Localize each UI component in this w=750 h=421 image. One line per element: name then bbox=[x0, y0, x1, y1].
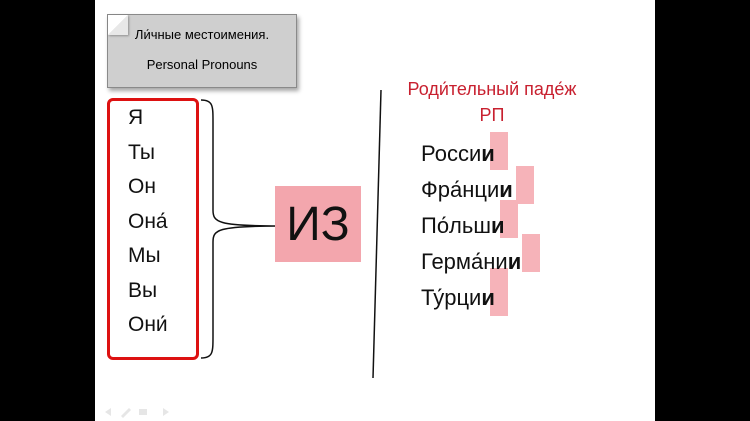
word-item: Ту́рции bbox=[421, 280, 521, 316]
ending-highlight bbox=[490, 268, 508, 316]
pronoun-item: Вы bbox=[128, 278, 158, 302]
word-item: По́льши bbox=[421, 208, 521, 244]
note-title: Ли́чные местоимения. bbox=[134, 27, 270, 42]
pronoun-item: Он bbox=[128, 175, 156, 198]
title-note-card: Ли́чные местоимения. Personal Pronouns bbox=[107, 14, 297, 88]
pen-icon bbox=[121, 408, 131, 418]
word-ending: и bbox=[507, 249, 522, 274]
next-arrow-icon bbox=[163, 408, 169, 416]
pronoun-frame bbox=[107, 98, 199, 360]
pronoun-list: Я Ты Он Она́ Мы Вы Они́ bbox=[128, 101, 168, 343]
pronoun-item: Ты bbox=[128, 140, 155, 164]
word-ending: и bbox=[499, 177, 513, 202]
case-abbr: РП bbox=[479, 105, 505, 125]
word-ending: и bbox=[491, 213, 505, 238]
pronoun-item: Мы bbox=[128, 244, 161, 267]
ending-highlight bbox=[490, 132, 508, 170]
ending-highlight bbox=[522, 234, 540, 272]
curly-brace bbox=[200, 99, 279, 359]
folded-corner-flap bbox=[108, 15, 128, 35]
word-ending: и bbox=[481, 285, 495, 310]
pronoun-item: Она́ bbox=[128, 209, 168, 233]
divider-line bbox=[372, 89, 382, 379]
word-stem: Герма́ни bbox=[421, 249, 508, 274]
slideshow-toolbar[interactable] bbox=[103, 406, 183, 418]
case-title: Роди́тельный паде́ж bbox=[407, 79, 577, 99]
word-item: России bbox=[421, 136, 521, 172]
ending-highlight bbox=[516, 166, 534, 204]
pronoun-item: Я bbox=[128, 106, 144, 129]
ending-highlight bbox=[500, 200, 518, 238]
case-heading: Роди́тельный паде́ж РП bbox=[387, 76, 597, 128]
note-subtitle: Personal Pronouns bbox=[146, 57, 258, 72]
menu-icon bbox=[139, 409, 147, 415]
pronoun-item: Они́ bbox=[128, 313, 168, 336]
word-stem: Фра́нци bbox=[421, 177, 500, 202]
word-stem: Росси bbox=[421, 141, 482, 166]
preposition-box: ИЗ bbox=[275, 186, 361, 262]
word-stem: По́льш bbox=[421, 213, 491, 238]
word-item: Фра́нции bbox=[421, 172, 521, 208]
word-item: Герма́нии bbox=[421, 244, 521, 280]
word-stem: Ту́рци bbox=[421, 285, 482, 310]
prev-arrow-icon bbox=[105, 408, 111, 416]
genitive-word-list: России Фра́нции По́льши Герма́нии Ту́рци… bbox=[421, 136, 521, 316]
word-ending: и bbox=[481, 141, 495, 166]
slide: Ли́чные местоимения. Personal Pronouns Я… bbox=[95, 0, 655, 421]
